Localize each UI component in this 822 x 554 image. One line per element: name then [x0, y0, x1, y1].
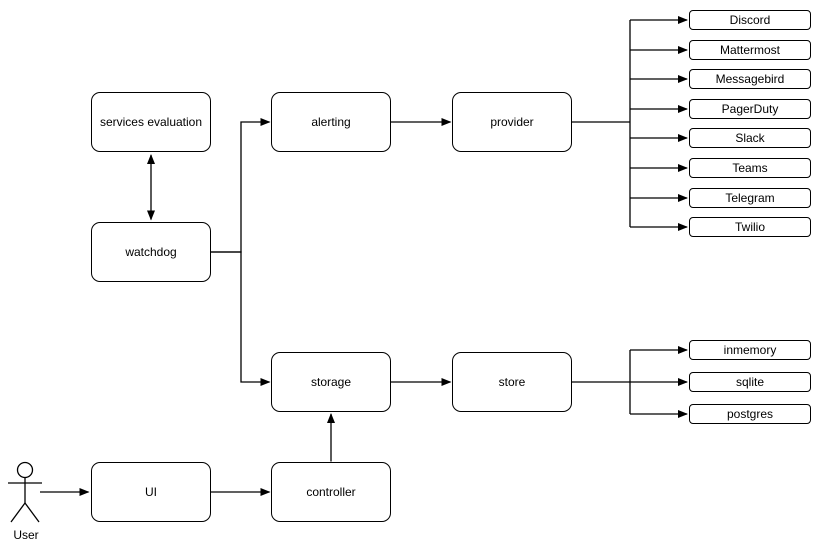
- actor-label: User: [13, 528, 39, 542]
- node-provider-messagebird: Messagebird: [689, 69, 811, 89]
- node-provider-telegram: Telegram: [689, 188, 811, 208]
- node-alerting: alerting: [271, 92, 391, 152]
- actor-head: [16, 461, 34, 479]
- actor-leg-right: [24, 502, 40, 523]
- node-provider-slack: Slack: [689, 128, 811, 148]
- node-controller: controller: [271, 462, 391, 522]
- node-storage: storage: [271, 352, 391, 412]
- user-actor-icon: [8, 461, 42, 523]
- edge-store-trunk: [572, 350, 631, 414]
- node-services-evaluation: services evaluation: [91, 92, 211, 152]
- node-store-sqlite: sqlite: [689, 372, 811, 392]
- edge-watchdog-alerting: [211, 118, 271, 253]
- actor-leg-left: [10, 502, 26, 523]
- node-provider-mattermost: Mattermost: [689, 40, 811, 60]
- node-provider-discord: Discord: [689, 10, 811, 30]
- node-store-postgres: postgres: [689, 404, 811, 424]
- node-provider-teams: Teams: [689, 158, 811, 178]
- node-provider-pagerduty: PagerDuty: [689, 99, 811, 119]
- edge-provider-trunk: [572, 20, 631, 227]
- edge-watchdog-storage: [211, 251, 271, 386]
- node-provider-twilio: Twilio: [689, 217, 811, 237]
- node-provider: provider: [452, 92, 572, 152]
- node-watchdog: watchdog: [91, 222, 211, 282]
- node-ui: UI: [91, 462, 211, 522]
- node-store-inmemory: inmemory: [689, 340, 811, 360]
- node-store: store: [452, 352, 572, 412]
